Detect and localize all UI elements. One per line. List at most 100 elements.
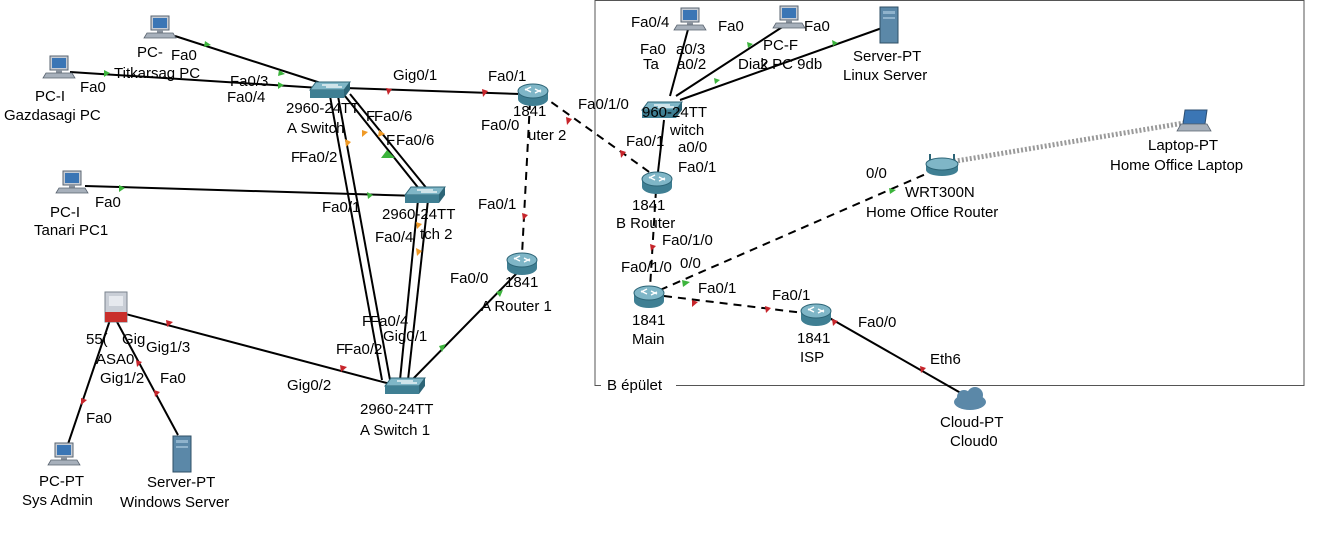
port-label: Fa0/1/0 [662,232,713,249]
link-swa-sw2-2 [349,93,429,191]
port-label: 0/0 [866,165,887,182]
port-label: Fa0 [160,370,186,387]
switch-icon [384,377,426,395]
port-label: Fa0/0 [481,117,519,134]
device-router-isp[interactable]: 1841 ISP [797,303,832,366]
device-server-windows[interactable]: Server-PT Windows Server [120,435,229,511]
port-label: a0/2 [677,56,706,73]
device-model: PC-F [763,37,798,54]
switch-icon [404,186,446,204]
device-name: Main [632,331,665,348]
device-router-a2[interactable]: 1841 uter 2 [513,83,566,144]
router-icon [800,303,832,327]
device-name: Home Office Router [866,204,998,221]
port-label: F [386,132,395,149]
port-label: Fa0/4 [631,14,669,31]
port-label: 2 [760,56,768,73]
device-model: PC-I [50,204,80,221]
device-name: A Router 1 [481,298,552,315]
port-label: Fa0/1 [772,287,810,304]
link-swa-rta2 [344,87,521,95]
device-model: 1841 [513,103,546,120]
device-name: Windows Server [120,494,229,511]
device-name: Tanari PC1 [34,222,108,239]
port-label: Fa0/6 [374,108,412,125]
pc-icon [42,55,76,79]
device-router-main[interactable]: 1841 Main [632,285,665,348]
device-name: Home Office Laptop [1110,157,1243,174]
link-asa-swa1 [117,311,399,387]
device-switch-a1[interactable]: 2960-24TT A Switch 1 [360,377,433,439]
port-label: Fa0/0 [858,314,896,331]
device-name: Linux Server [843,67,927,84]
wireless-router-icon [925,153,959,177]
port-label: F [362,313,371,330]
pc-icon [673,7,707,31]
pc-icon [143,15,177,39]
port-label: Gig0/1 [393,67,437,84]
switch-icon [309,81,351,99]
link-rta2-rtb [539,93,653,175]
links [65,21,1191,451]
link-swb-diak [675,21,791,97]
device-router-b[interactable]: 1841 B Router [616,171,675,232]
pc-icon [772,5,806,29]
link-rtb-main [649,189,657,289]
device-name: A Switch [287,120,345,137]
device-pc-gazdasagi[interactable]: PC-I Gazdasagi PC [4,55,101,124]
port-label: Fa0/3 [230,73,268,90]
device-pc-tanari[interactable]: PC-I Tanari PC1 [34,170,108,239]
device-pc-diak[interactable]: PC-F Diak PC 9db [673,5,822,73]
device-router-a1[interactable]: 1841 A Router 1 [481,252,552,315]
device-model: PC- [137,44,163,61]
link-swa-sw2-1 [344,95,421,191]
link-swb-linux [679,27,883,101]
port-label: Fa0/1 [626,133,664,150]
device-model: 55( [86,331,108,348]
device-asa[interactable]: 55( ASA0 [86,291,134,368]
device-pc-sysadmin[interactable]: PC-PT Sys Admin [22,442,93,509]
port-label: Fa0/1 [488,68,526,85]
device-name: Sys Admin [22,492,93,509]
device-model: WRT300N [905,184,975,201]
device-cloud[interactable]: Cloud-PT Cloud0 [940,387,1003,450]
device-model: Server-PT [853,48,921,65]
port-label: Fa0/1/0 [578,96,629,113]
port-label: Fa0 [640,41,666,58]
link-swb-rtb [657,119,665,173]
device-model: 1841 [632,197,665,214]
port-label: Fa0/1 [478,196,516,213]
port-label: Fa0/4 [370,313,408,330]
port-label: Fa0 [718,18,744,35]
port-label: Fa0/2 [344,341,382,358]
device-switch-a[interactable]: 2960-24TT A Switch [286,81,359,137]
device-switch-b[interactable]: 960-24TT witch [641,101,707,139]
device-wrt300n[interactable]: WRT300N Home Office Router [866,153,998,221]
device-name: ASA0 [96,351,134,368]
device-model: 2960-24TT [360,401,433,418]
port-label: Gig1/2 [100,370,144,387]
link-isp-cloud [825,315,967,397]
link-asa-sysadmin [65,319,111,451]
laptop-icon [1176,109,1212,132]
port-label: F [366,108,375,125]
port-label: F [336,341,345,358]
device-name: Gazdasagi PC [4,107,101,124]
port-label: Fa0/0 [450,270,488,287]
link-wrt-laptop [949,119,1191,165]
link-rta1-swa1 [409,271,519,383]
device-pc-titkarsag[interactable]: PC- Titkarsag PC [114,15,200,82]
port-label: Fa0/1 [698,280,736,297]
device-model: 1841 [505,274,538,291]
device-name: Diak PC 9db [738,56,822,73]
device-server-linux[interactable]: Server-PT Linux Server [843,6,927,84]
port-label: Fa0 [171,47,197,64]
port-labels: Fa0 Fa0/3 Fa0 Fa0/4 Gig0/1 Fa0/1 Fa0/1/0… [80,14,961,427]
router-icon [641,171,673,195]
link-sw2-swa1-1 [399,199,419,381]
device-switch-2[interactable]: 2960-24TT tch 2 [382,186,455,243]
device-laptop[interactable]: Laptop-PT Home Office Laptop [1110,109,1243,174]
device-model: Cloud-PT [940,414,1003,431]
device-model: PC-PT [39,473,84,490]
